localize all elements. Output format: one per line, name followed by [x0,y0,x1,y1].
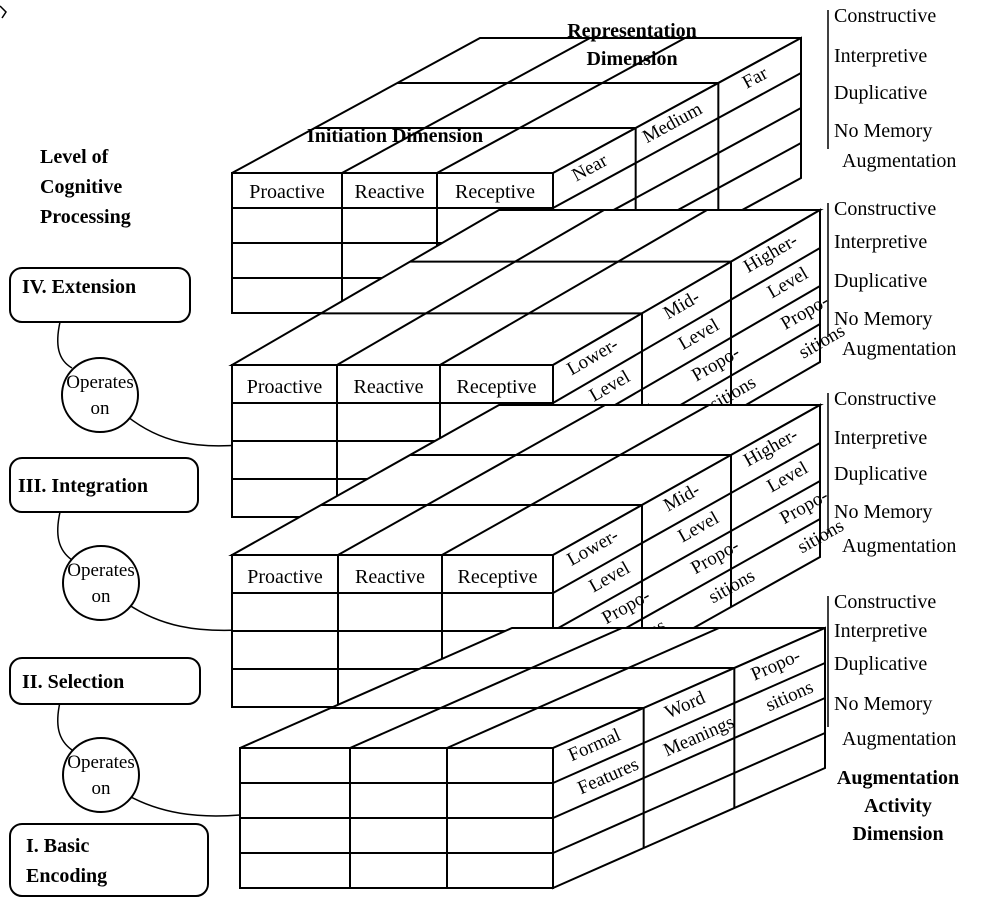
initiation-label-receptive: Receptive [458,566,538,588]
augmentation-level-5: Augmentation [842,728,956,750]
connector-extension-to-operates [57,321,73,369]
augmentation-level-5: Augmentation [842,338,956,360]
augmentation-level-4: No Memory [834,120,932,142]
connector-operates-to-integration-block [121,411,241,447]
initiation-label-proactive: Proactive [249,181,325,203]
level-title-line-2: Cognitive [40,176,122,198]
initiation-label-receptive: Receptive [455,181,535,203]
augmentation-level-3: Duplicative [834,270,927,292]
level-box-extension: IV. Extension [9,267,191,323]
side-row-line [552,247,821,404]
level-box-basic-encoding: I. Basic Encoding [9,823,209,897]
augmentation-level-2: Interpretive [834,620,927,642]
initiation-label-receptive: Receptive [457,376,537,398]
side-row-line [552,732,826,854]
side-row-line [552,72,802,209]
top-col-line [439,209,708,366]
side-row-line [552,697,826,819]
augmentation-dim-label-3: Dimension [852,823,943,845]
level-box-selection: II. Selection [9,657,201,705]
top-col-line [441,404,710,556]
augmentation-level-2: Interpretive [834,231,927,253]
connector-operates-to-selection-block [121,599,241,632]
augmentation-level-4: No Memory [834,308,932,330]
level-integration-label: III. Integration [18,475,148,497]
initiation-dimension-label: Initiation Dimension [307,125,483,147]
initiation-label-proactive: Proactive [247,376,323,398]
on-label-3: on [92,778,112,799]
connector-operates-to-encoding-block [121,791,241,817]
augmentation-level-1: Constructive [834,5,936,27]
representation-label-2: Dimension [586,48,677,70]
corner-mark [0,5,7,19]
side-row-line [552,662,826,784]
level-selection-label: II. Selection [22,671,124,693]
top-col-line [337,404,606,556]
augmentation-level-4: No Memory [834,501,932,523]
augmentation-level-3: Duplicative [834,463,927,485]
representation-label-1: Representation [567,20,697,42]
operates-on-ellipse-3: Operates on [62,737,140,813]
augmentation-level-1: Constructive [834,388,936,410]
augmentation-level-4: No Memory [834,693,932,715]
level-boxes: IV. Extension III. Integration II. Selec… [9,267,209,897]
augmentation-level-3: Duplicative [834,82,927,104]
on-label-2: on [92,586,112,607]
top-col-line [446,627,720,749]
augmentation-level-5: Augmentation [842,150,956,172]
top-col-line [349,627,623,749]
level-title-line-1: Level of [40,146,109,168]
augmentation-level-3: Duplicative [834,653,927,675]
level-box-integration: III. Integration [9,457,199,513]
connector-selection-to-operates [57,701,73,751]
side-row-line [552,480,821,632]
top-col-line [436,37,686,174]
operates-on-ellipses: Operates on Operates on Operates on [61,357,140,813]
initiation-label-reactive: Reactive [354,376,424,398]
augmentation-dim-label-2: Activity [864,795,932,817]
connector-lines [57,321,241,817]
initiation-label-reactive: Reactive [355,566,425,588]
side-row-line [552,442,821,594]
operates-on-ellipse-1: Operates on [61,357,139,433]
level-encoding-label-2: Encoding [26,865,107,887]
operates-label-3: Operates [67,752,135,773]
augmentation-level-2: Interpretive [834,45,927,67]
connector-integration-to-operates [57,511,73,561]
level-extension-label: IV. Extension [22,276,136,298]
initiation-label-proactive: Proactive [247,566,323,588]
top-col-line [341,37,591,174]
operates-on-ellipse-2: Operates on [62,545,140,621]
augmentation-dim-label-1: Augmentation [837,767,959,789]
operates-label-1: Operates [66,372,134,393]
augmentation-level-5: Augmentation [842,535,956,557]
on-label-1: on [91,398,111,419]
augmentation-level-1: Constructive [834,591,936,613]
augmentation-level-2: Interpretive [834,427,927,449]
initiation-label-reactive: Reactive [355,181,425,203]
augmentation-level-1: Constructive [834,198,936,220]
top-col-line [336,209,605,366]
representation-dimension-label: Representation Dimension [567,20,697,70]
augmentation-activity-dimension-label: Augmentation Activity Dimension [837,767,959,845]
level-title-line-3: Processing [40,206,131,228]
operates-label-2: Operates [67,560,135,581]
level-encoding-label-1: I. Basic [26,835,89,857]
level-of-cognitive-processing-title: Level of Cognitive Processing [40,146,131,228]
